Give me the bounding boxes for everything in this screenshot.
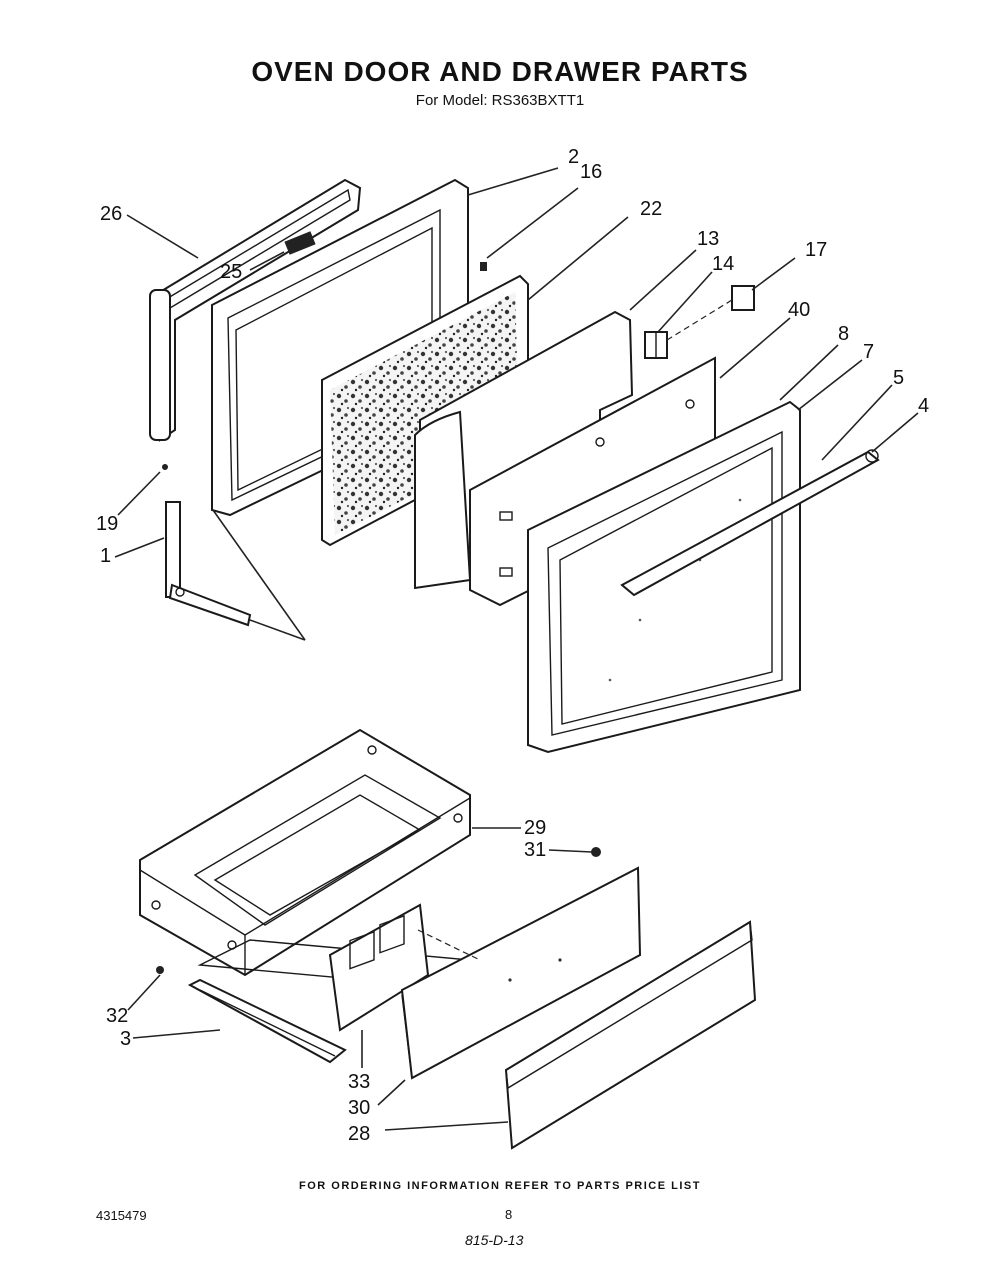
callout-22: 22 — [640, 198, 662, 220]
callout-5: 5 — [893, 367, 904, 389]
part-31-clip — [591, 847, 601, 857]
callout-40: 40 — [788, 299, 810, 321]
callout-8: 8 — [838, 323, 849, 345]
part-1-hinge — [165, 501, 252, 627]
leader-lines — [114, 167, 919, 1131]
page-number: 8 — [505, 1207, 513, 1222]
callout-13: 13 — [697, 228, 719, 250]
part-33-bracket — [328, 903, 430, 1032]
ordering-info-footer: FOR ORDERING INFORMATION REFER TO PARTS … — [299, 1180, 701, 1192]
callout-16: 16 — [580, 161, 602, 183]
callout-25: 25 — [220, 261, 242, 283]
callout-14: 14 — [712, 253, 734, 275]
callout-32: 32 — [106, 1005, 128, 1027]
document-number: 4315479 — [96, 1208, 147, 1223]
part-28-drawer-front — [504, 920, 757, 1150]
part-29-drawer-body — [139, 728, 471, 977]
part-3-rail — [187, 978, 347, 1064]
part-32-screw — [156, 966, 164, 974]
callout-2: 2 — [568, 146, 579, 168]
part-4-handle — [620, 449, 880, 597]
model-subtitle: For Model: RS363BXTT1 — [415, 92, 585, 109]
callout-33: 33 — [348, 1071, 370, 1093]
part-17-block — [731, 285, 755, 311]
callout-17: 17 — [805, 239, 827, 261]
callout-7: 7 — [863, 341, 874, 363]
callout-labels: 2 16 26 22 13 14 17 25 40 8 7 5 4 19 1 2… — [96, 146, 929, 1145]
part-26-door-gasket — [149, 178, 362, 442]
diagram-title: OVEN DOOR AND DRAWER PARTS — [251, 56, 749, 87]
part-30-drawer-front-inner — [400, 866, 642, 1080]
part-16-clip — [480, 262, 487, 271]
callout-1: 1 — [100, 545, 111, 567]
callout-4: 4 — [918, 395, 929, 417]
callout-31: 31 — [524, 839, 546, 861]
part-19-screw — [162, 464, 168, 470]
callout-29: 29 — [524, 817, 546, 839]
part-14-bracket — [644, 331, 668, 359]
callout-19: 19 — [96, 513, 118, 535]
callout-3: 3 — [120, 1028, 131, 1050]
handwritten-code: 815-D-13 — [465, 1232, 524, 1248]
callout-30: 30 — [348, 1097, 370, 1119]
callout-28: 28 — [348, 1123, 370, 1145]
callout-26: 26 — [100, 203, 122, 225]
